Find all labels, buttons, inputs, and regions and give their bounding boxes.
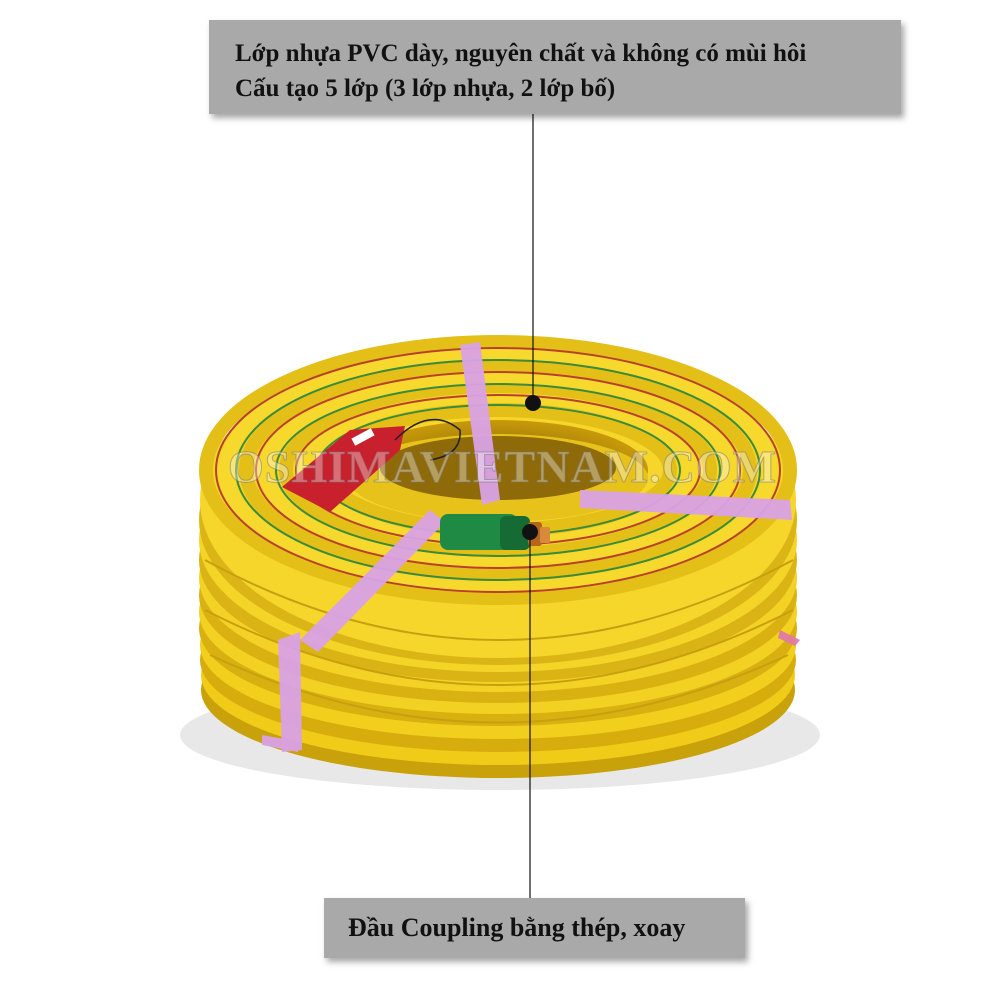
callout-bottom-text: Đầu Coupling bằng thép, xoay <box>348 913 686 942</box>
watermark: OSHIMAVIETNAM.COM <box>227 441 778 493</box>
hose-coil <box>199 335 797 778</box>
callout-dot-icon <box>525 395 541 411</box>
binding-straps <box>262 342 800 752</box>
callout-pvc-layer: Lớp nhựa PVC dày, nguyên chất và không c… <box>209 20 901 114</box>
callout-dot-icon <box>522 524 538 540</box>
callout-top-line2: Cấu tạo 5 lớp (3 lớp nhựa, 2 lớp bố) <box>235 75 616 102</box>
callout-top-line1: Lớp nhựa PVC dày, nguyên chất và không c… <box>235 40 807 67</box>
product-tag <box>282 418 461 512</box>
callout-coupling: Đầu Coupling bằng thép, xoay <box>324 898 745 958</box>
